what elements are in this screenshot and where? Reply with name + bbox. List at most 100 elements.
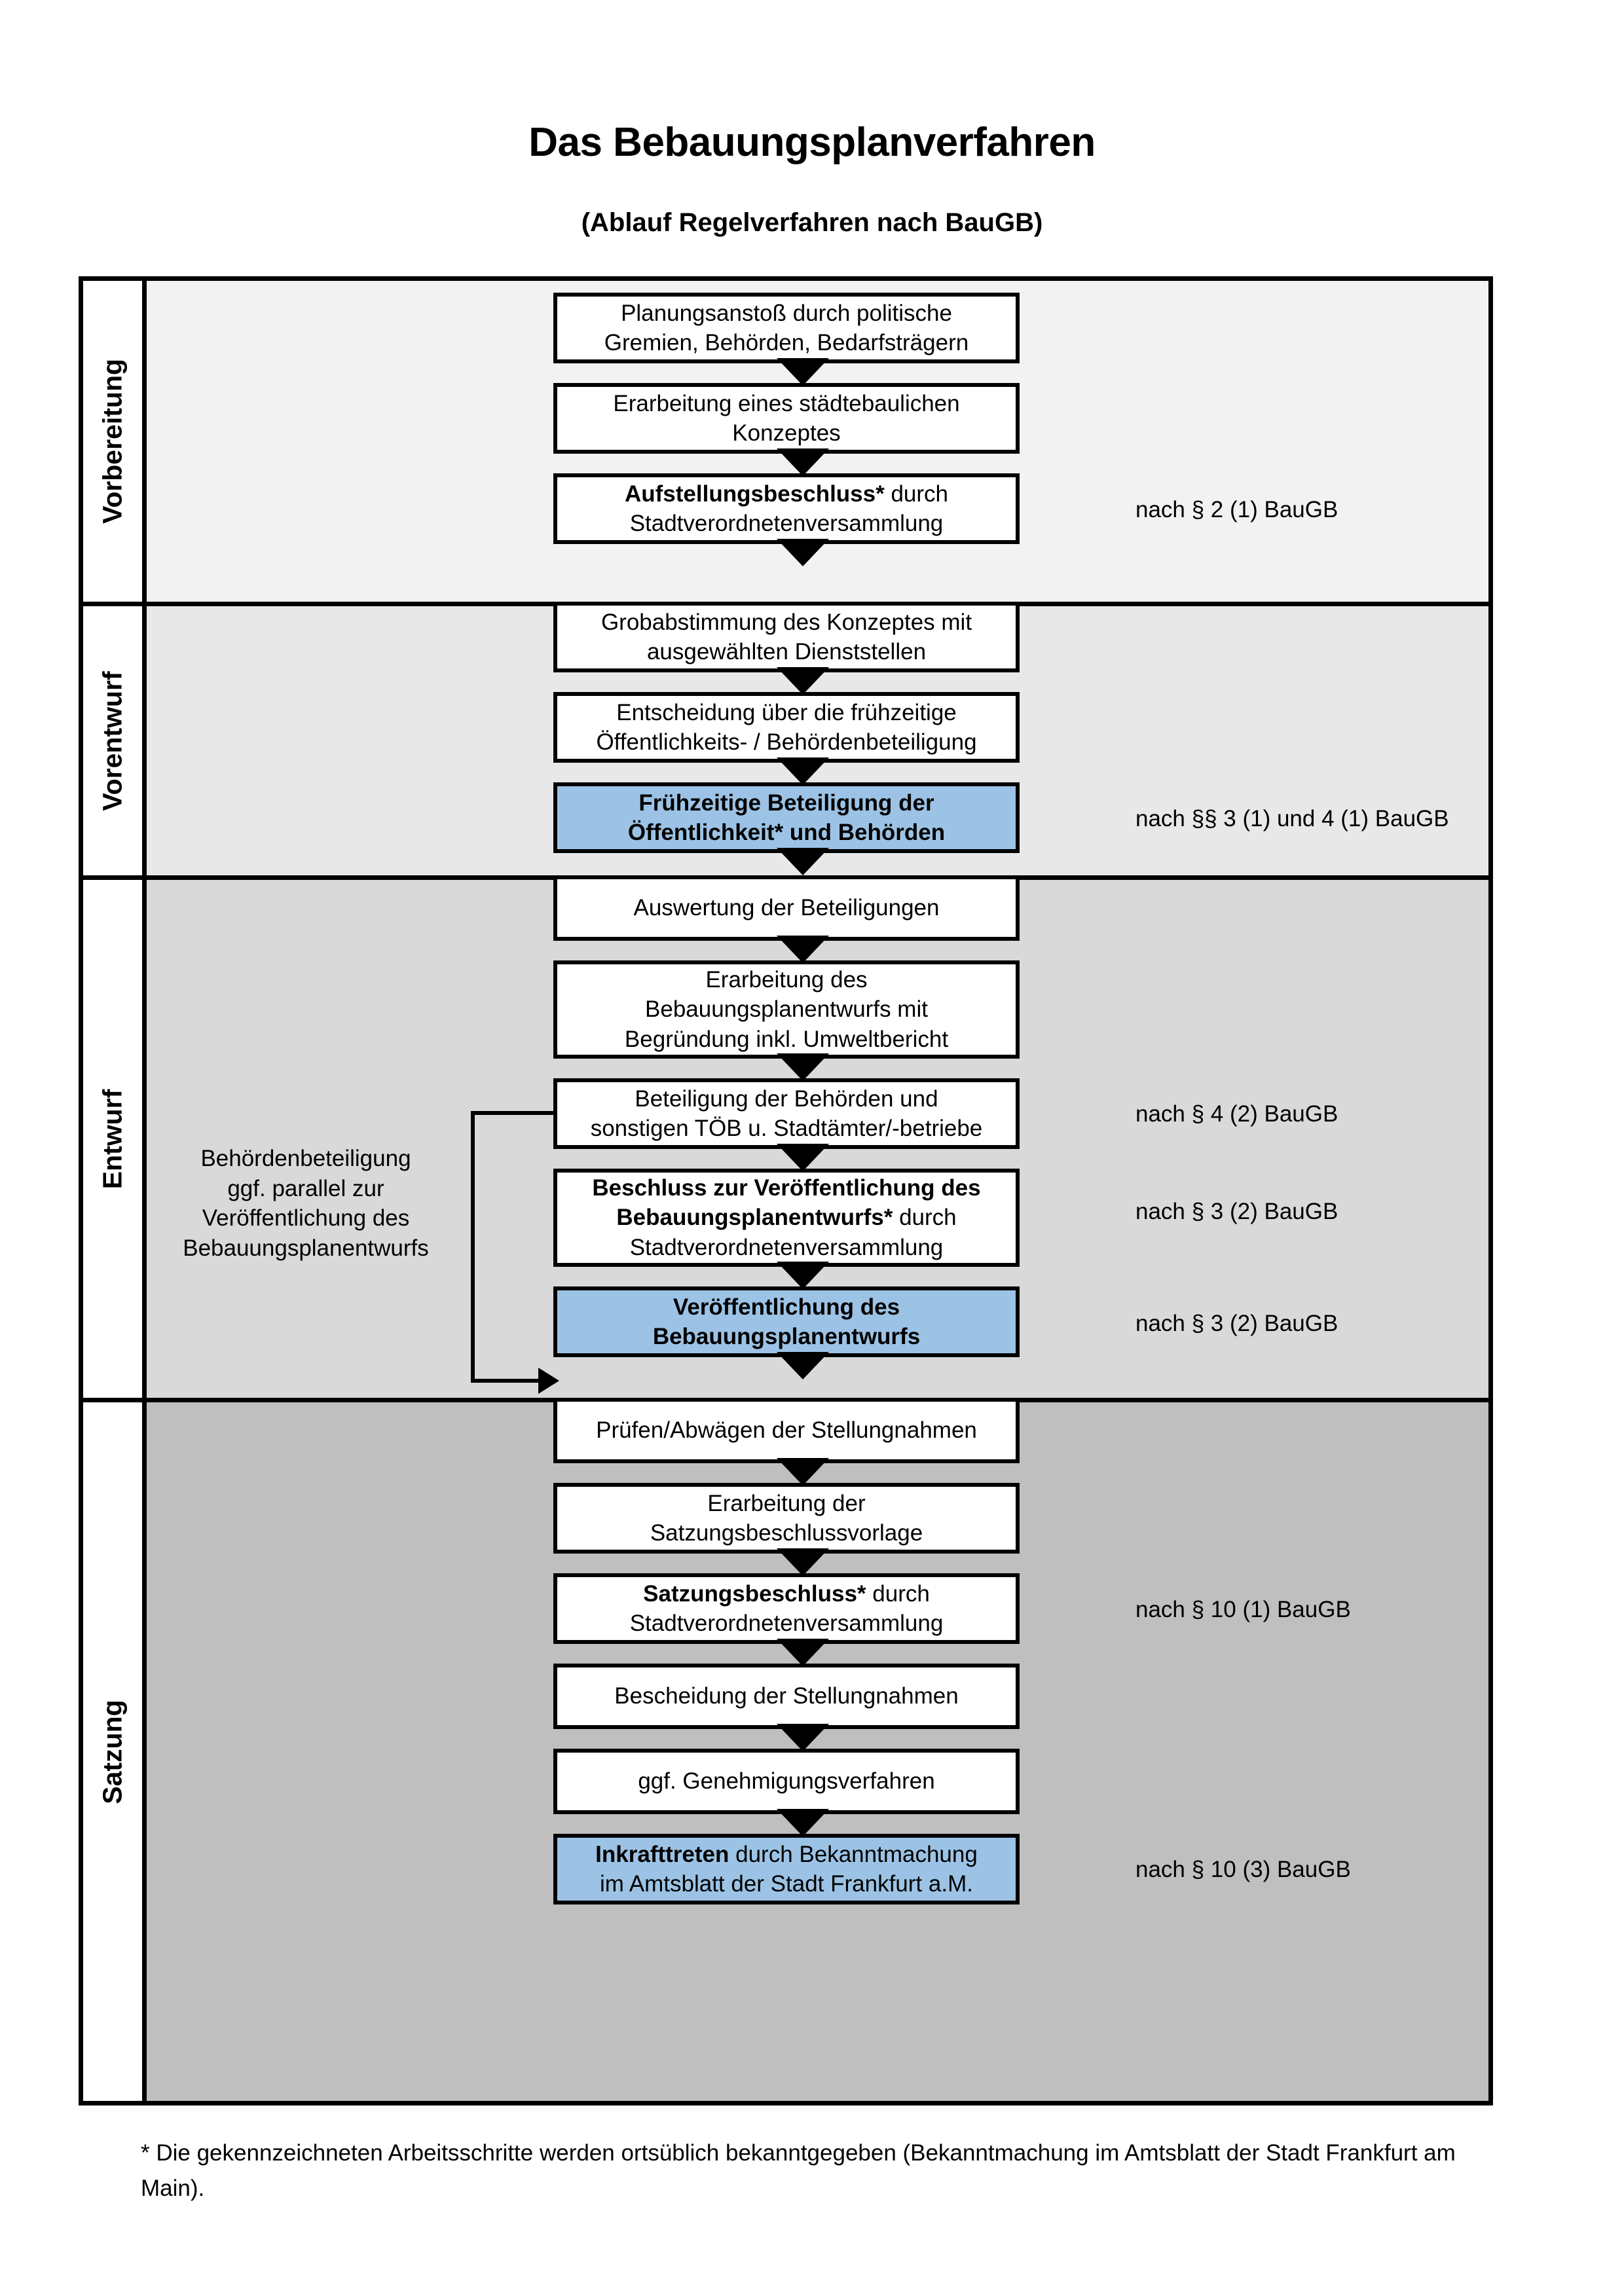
legal-reference-par10-3: nach § 10 (3) BauGB xyxy=(1135,1857,1351,1882)
phase-label-vorbereitung: Vorbereitung xyxy=(83,281,147,602)
arrow-down-icon xyxy=(777,667,829,695)
legal-reference-par2-1: nach § 2 (1) BauGB xyxy=(1135,497,1338,522)
legal-reference-par3-1-par4-1: nach §§ 3 (1) und 4 (1) BauGB xyxy=(1135,806,1449,831)
arrow-down-icon xyxy=(777,1548,829,1576)
step-inkrafttreten-rest: durch Bekanntmachung xyxy=(729,1841,978,1867)
step-aufstellungsbeschluss-bold: Aufstellungsbeschluss* xyxy=(624,481,885,507)
step-veroeffentlichung-line2: Bebauungsplanentwurfs xyxy=(652,1324,921,1349)
step-staedtebauliches-konzept[interactable]: Erarbeitung eines städtebaulichen Konzep… xyxy=(553,383,1020,454)
step-bescheidung-stellungnahmen[interactable]: Bescheidung der Stellungnahmen xyxy=(553,1664,1020,1729)
phase-label-satzung-text: Satzung xyxy=(97,1699,128,1804)
step-grobabstimmung-line1: Grobabstimmung des Konzeptes mit xyxy=(600,609,972,635)
step-fruehzeitige-line2: Öffentlichkeit* und Behörden xyxy=(627,820,946,845)
step-auswertung-line1: Auswertung der Beteiligungen xyxy=(633,895,940,921)
step-satzungsbeschluss-line2: Stadtverordnetenversammlung xyxy=(629,1611,944,1636)
legal-reference-par3-2-b: nach § 3 (2) BauGB xyxy=(1135,1311,1338,1336)
step-fruehzeitige-line1: Frühzeitige Beteiligung der xyxy=(638,790,934,816)
step-beschluss-veroeffentlichung[interactable]: Beschluss zur Veröffentlichung des Bebau… xyxy=(553,1169,1020,1267)
step-entscheidung-fruehzeitige-beteiligung[interactable]: Entscheidung über die frühzeitige Öffent… xyxy=(553,692,1020,763)
step-satzungsbeschluss[interactable]: Satzungsbeschluss* durch Stadtverordnete… xyxy=(553,1573,1020,1644)
arrow-down-icon xyxy=(777,358,829,386)
arrow-down-icon xyxy=(777,1458,829,1485)
step-inkrafttreten[interactable]: Inkrafttreten durch Bekanntmachung im Am… xyxy=(553,1834,1020,1904)
step-pruefen-abwaegen[interactable]: Prüfen/Abwägen der Stellungnahmen xyxy=(553,1398,1020,1463)
arrow-down-icon xyxy=(777,757,829,785)
phase-label-vorentwurf: Vorentwurf xyxy=(83,606,147,875)
phase-body-entwurf: Behördenbeteiligung ggf. parallel zur Ve… xyxy=(147,875,1488,1398)
step-entscheidung-line2: Öffentlichkeits- / Behördenbeteiligung xyxy=(596,729,977,755)
step-grobabstimmung-line2: ausgewählten Dienststellen xyxy=(646,639,927,665)
step-satzungsbeschlussvorlage[interactable]: Erarbeitung der Satzungsbeschlussvorlage xyxy=(553,1483,1020,1554)
arrow-down-icon xyxy=(777,1809,829,1836)
connector-vertical-segment xyxy=(471,1111,475,1383)
step-erarbeitung-line1: Erarbeitung des xyxy=(705,966,868,993)
arrow-down-icon xyxy=(777,1724,829,1751)
flowchart-frame: Vorbereitung Planungsanstoß durch politi… xyxy=(79,276,1493,2105)
side-note-line2: ggf. parallel zur xyxy=(227,1175,384,1201)
page-subtitle: (Ablauf Regelverfahren nach BauGB) xyxy=(581,208,1043,237)
step-inkrafttreten-line2: im Amtsblatt der Stadt Frankfurt a.M. xyxy=(600,1871,973,1897)
step-pruefen-line1: Prüfen/Abwägen der Stellungnahmen xyxy=(596,1417,977,1444)
phase-label-vorentwurf-text: Vorentwurf xyxy=(97,670,128,811)
step-fruehzeitige-beteiligung[interactable]: Frühzeitige Beteiligung der Öffentlichke… xyxy=(553,782,1020,853)
step-planungsanstoss-line1: Planungsanstoß durch politische xyxy=(621,300,952,326)
connector-arrow-right-icon xyxy=(538,1368,559,1394)
step-behoerden-line1: Beteiligung der Behörden und xyxy=(635,1085,938,1112)
footnote: * Die gekennzeichneten Arbeitsschritte w… xyxy=(141,2140,1456,2202)
phase-row-satzung: Satzung Prüfen/Abwägen der Stellungnahme… xyxy=(83,1398,1488,2101)
step-inkrafttreten-bold: Inkrafttreten xyxy=(595,1841,729,1867)
step-konzept-line2: Konzeptes xyxy=(732,420,841,446)
arrow-down-icon xyxy=(777,448,829,476)
arrow-down-icon xyxy=(777,1639,829,1666)
step-beschluss-line2: Bebauungsplanentwurfs* xyxy=(616,1205,893,1231)
step-planungsanstoss-line2: Gremien, Behörden, Bedarfsträgern xyxy=(604,330,969,355)
side-note-line1: Behördenbeteiligung xyxy=(200,1146,411,1171)
step-auswertung-beteiligungen[interactable]: Auswertung der Beteiligungen xyxy=(553,875,1020,941)
arrow-down-icon xyxy=(777,848,829,875)
step-bescheidung-line1: Bescheidung der Stellungnahmen xyxy=(614,1683,959,1709)
arrow-down-icon xyxy=(777,1053,829,1081)
page-title: Das Bebauungsplanverfahren xyxy=(528,120,1096,165)
phase-label-vorbereitung-text: Vorbereitung xyxy=(97,358,128,524)
step-veroeffentlichung-line1: Veröffentlichung des xyxy=(673,1294,900,1320)
phase-body-vorbereitung: Planungsanstoß durch politische Gremien,… xyxy=(147,281,1488,602)
step-beschluss-line3: Stadtverordnetenversammlung xyxy=(629,1234,944,1260)
phase-body-satzung: Prüfen/Abwägen der Stellungnahmen Erarbe… xyxy=(147,1398,1488,2101)
step-behoerden-line2: sonstigen TÖB u. Stadtämter/-betriebe xyxy=(590,1116,983,1141)
side-note-behoerdenbeteiligung: Behördenbeteiligung ggf. parallel zur Ve… xyxy=(165,1144,447,1263)
step-konzept-line1: Erarbeitung eines städtebaulichen xyxy=(613,390,960,416)
phase-label-satzung: Satzung xyxy=(83,1402,147,2101)
arrow-down-icon xyxy=(777,936,829,963)
step-aufstellungsbeschluss-rest: durch xyxy=(884,481,949,507)
arrow-down-icon xyxy=(777,1262,829,1289)
connector-top-segment xyxy=(471,1111,556,1115)
step-satzungsvorlage-line1: Erarbeitung der xyxy=(707,1490,866,1516)
step-aufstellungsbeschluss[interactable]: Aufstellungsbeschluss* durch Stadtverord… xyxy=(553,473,1020,544)
legal-reference-par3-2-a: nach § 3 (2) BauGB xyxy=(1135,1199,1338,1224)
step-erarbeitung-line3: Begründung inkl. Umweltbericht xyxy=(624,1026,949,1052)
step-satzungsvorlage-line2: Satzungsbeschlussvorlage xyxy=(650,1520,923,1546)
phase-label-entwurf-text: Entwurf xyxy=(97,1089,128,1189)
step-beschluss-rest: durch xyxy=(893,1205,957,1231)
step-planungsanstoss[interactable]: Planungsanstoß durch politische Gremien,… xyxy=(553,293,1020,363)
step-veroeffentlichung-bebauungsplanentwurf[interactable]: Veröffentlichung des Bebauungsplanentwur… xyxy=(553,1286,1020,1357)
arrow-down-icon xyxy=(777,539,829,566)
step-satzungsbeschluss-rest: durch xyxy=(866,1580,930,1607)
step-genehmigungsverfahren[interactable]: ggf. Genehmigungsverfahren xyxy=(553,1749,1020,1814)
step-entscheidung-line1: Entscheidung über die frühzeitige xyxy=(616,699,957,725)
step-grobabstimmung[interactable]: Grobabstimmung des Konzeptes mit ausgewä… xyxy=(553,602,1020,672)
step-genehmigung-line1: ggf. Genehmigungsverfahren xyxy=(638,1768,935,1795)
legal-reference-par10-1: nach § 10 (1) BauGB xyxy=(1135,1597,1351,1622)
side-note-line4: Bebauungsplanentwurfs xyxy=(183,1235,429,1261)
phase-body-vorentwurf: Grobabstimmung des Konzeptes mit ausgewä… xyxy=(147,602,1488,875)
side-note-line3: Veröffentlichung des xyxy=(202,1205,410,1231)
step-erarbeitung-line2: Bebauungsplanentwurfs mit xyxy=(645,996,928,1023)
step-beschluss-line1: Beschluss zur Veröffentlichung des xyxy=(592,1175,981,1201)
legal-reference-par4-2: nach § 4 (2) BauGB xyxy=(1135,1101,1338,1127)
step-beteiligung-behoerden-toeb[interactable]: Beteiligung der Behörden und sonstigen T… xyxy=(553,1078,1020,1149)
phase-label-entwurf: Entwurf xyxy=(83,880,147,1398)
arrow-down-icon xyxy=(777,1144,829,1171)
step-erarbeitung-bebauungsplanentwurf[interactable]: Erarbeitung des Bebauungsplanentwurfs mi… xyxy=(553,960,1020,1059)
phase-row-vorbereitung: Vorbereitung Planungsanstoß durch politi… xyxy=(83,281,1488,606)
arrow-down-icon xyxy=(777,1352,829,1379)
